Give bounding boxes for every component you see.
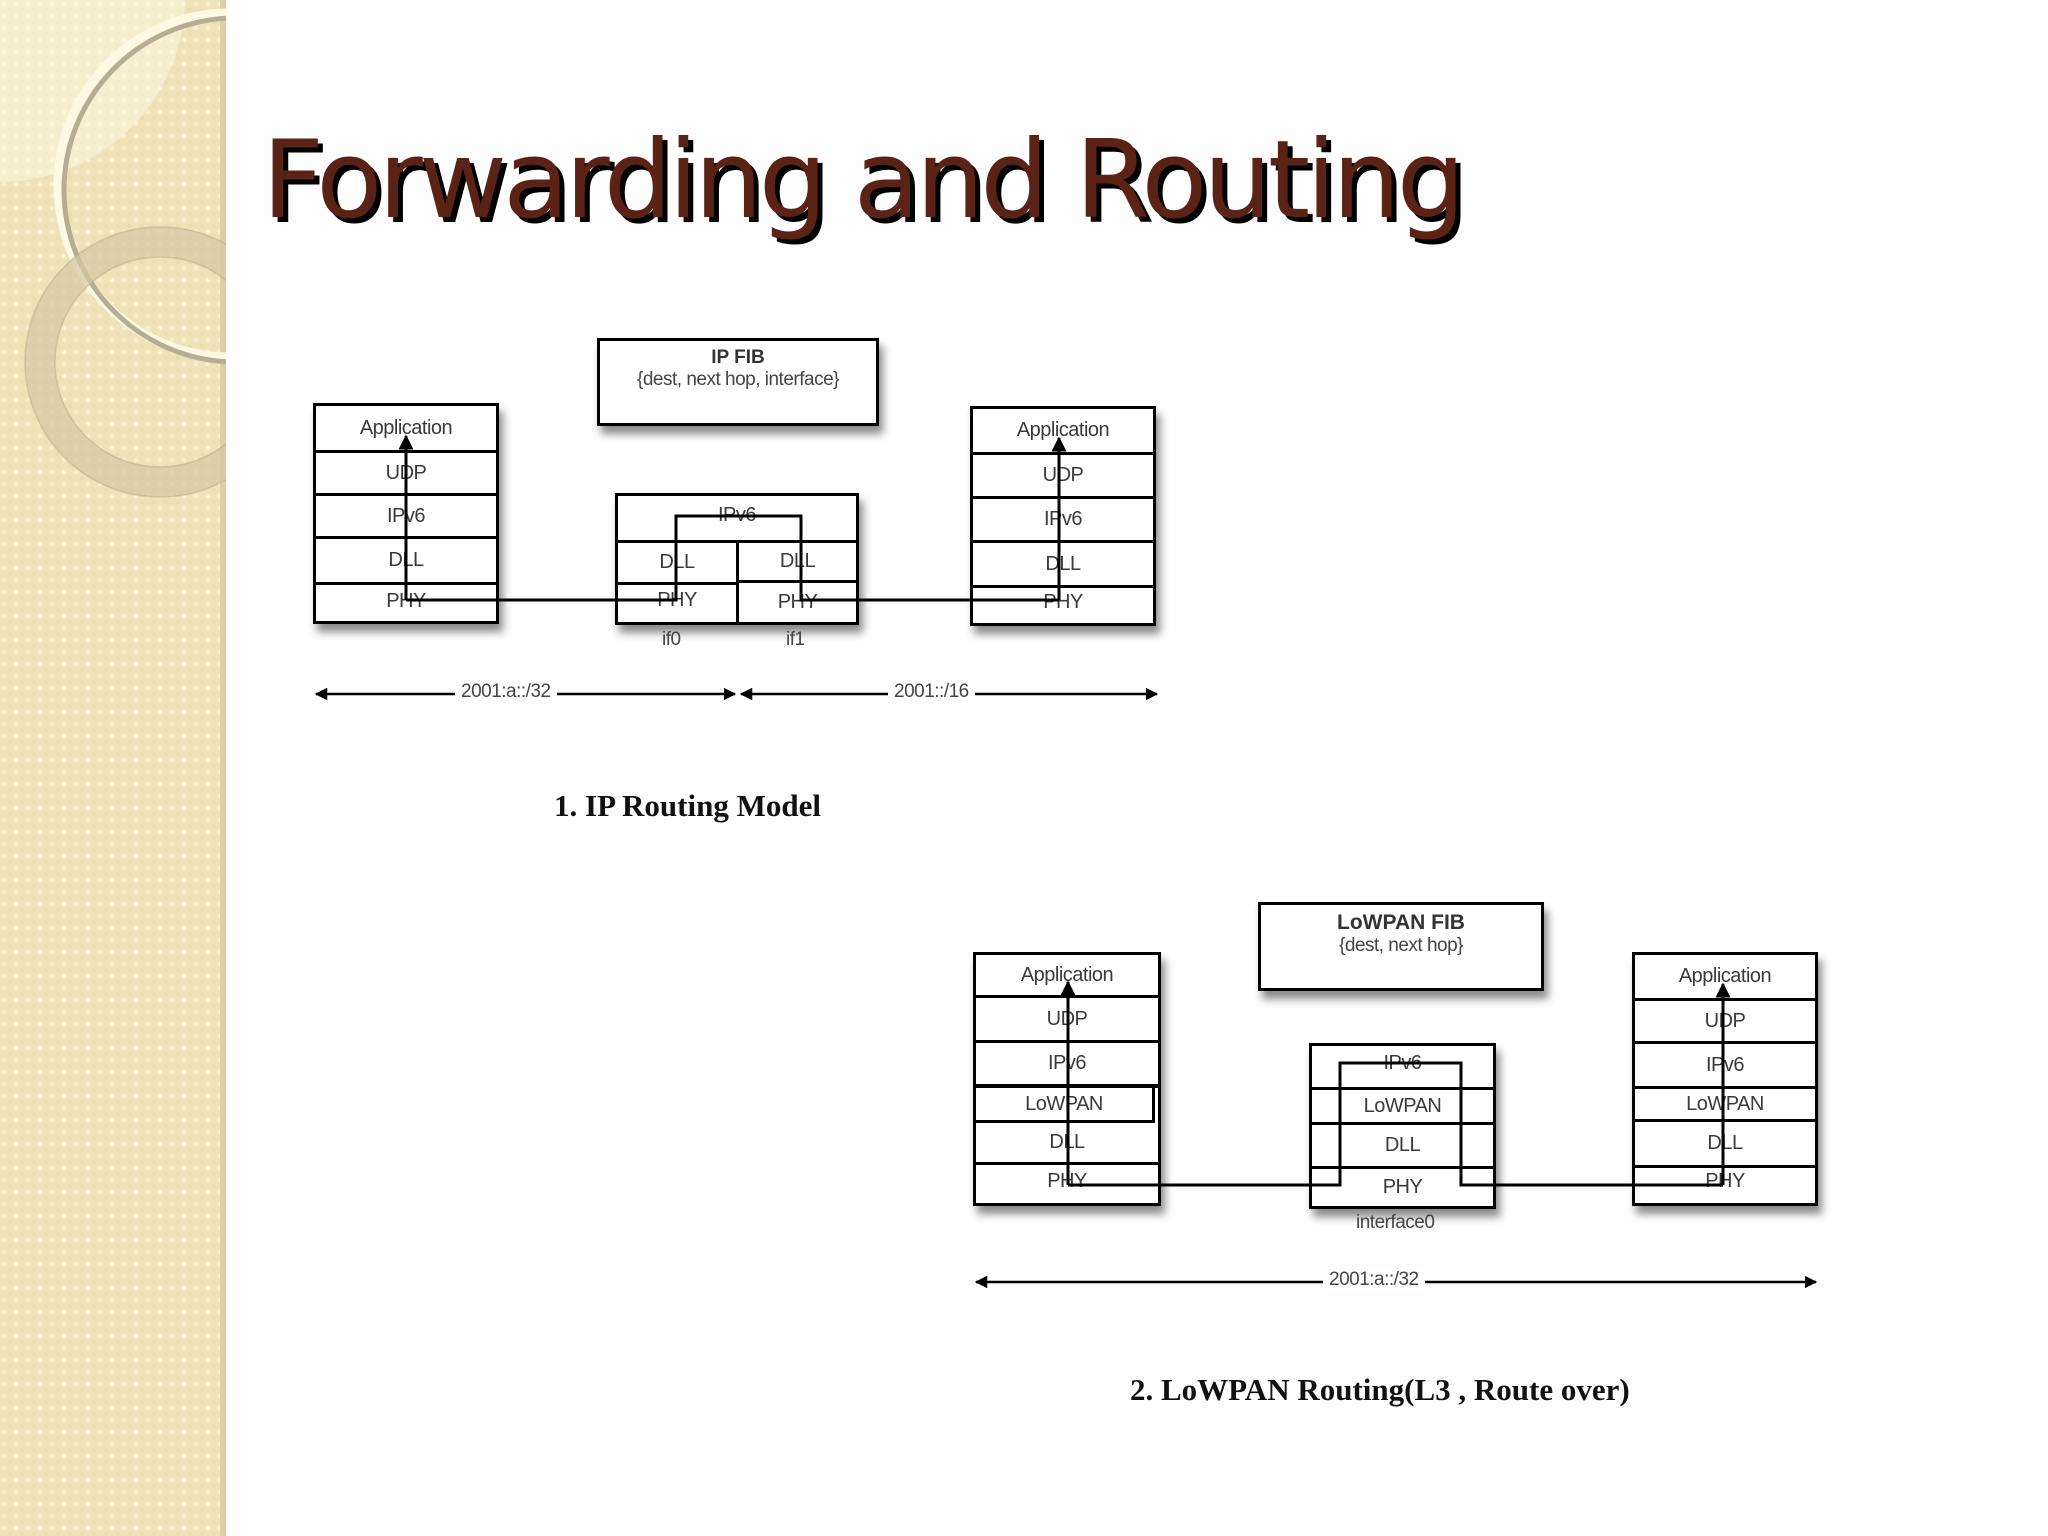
stack-layer: DLL (316, 539, 496, 585)
slide-title: Forwarding and Routing (262, 118, 1465, 243)
stack-layer: DLL (1635, 1122, 1815, 1168)
router-stack: IPv6 DLL PHY DLL PHY (615, 493, 859, 625)
stack-layer: PHY (1705, 1170, 1745, 1192)
interface-label-if0: if0 (662, 629, 681, 650)
router-layer: DLL (1312, 1125, 1493, 1169)
stack-layer: PHY (1047, 1170, 1087, 1192)
stack-layer: IPv6 (976, 1043, 1158, 1088)
fib-title: LoWPAN FIB (1337, 911, 1465, 934)
router-layer: LoWPAN (1312, 1090, 1493, 1125)
stack-layer: IPv6 (973, 499, 1153, 543)
stack-layer: Application (1635, 955, 1815, 1001)
left-host-stack: Application UDP IPv6 DLL PHY (313, 403, 499, 624)
right-host-stack: Application UDP IPv6 DLL PHY (970, 406, 1156, 626)
fib-subtitle: {dest, next hop, interface} (637, 369, 840, 390)
prefix-range-label: 2001:a::/32 (1323, 1269, 1425, 1291)
stack-layer: Application (316, 406, 496, 453)
decorative-sidebar (0, 0, 226, 1536)
stack-layer: IPv6 (1635, 1044, 1815, 1089)
stack-layer: DLL (976, 1123, 1158, 1165)
decorative-circles-icon (0, 0, 226, 498)
prefix-range-label: 2001:a::/32 (455, 681, 557, 703)
stack-layer: Application (973, 409, 1153, 455)
stack-layer: PHY (386, 590, 426, 612)
stack-layer: UDP (1635, 1001, 1815, 1044)
ip-fib-box: IP FIB {dest, next hop, interface} (597, 338, 879, 426)
right-host-stack: Application UDP IPv6 LoWPAN DLL PHY (1632, 952, 1818, 1206)
stack-layer: DLL (973, 543, 1153, 588)
stack-layer: LoWPAN (976, 1088, 1155, 1123)
router-ipv6-layer: IPv6 (618, 496, 856, 543)
diagram-caption: 1. IP Routing Model (554, 788, 821, 823)
diagram-caption: 2. LoWPAN Routing(L3 , Route over) (1130, 1372, 1630, 1407)
router-stack: IPv6 LoWPAN DLL PHY (1309, 1043, 1496, 1209)
stack-layer: UDP (316, 453, 496, 496)
router-dll-if1: DLL (739, 543, 856, 583)
stack-layer: IPv6 (316, 496, 496, 539)
fib-title: IP FIB (711, 347, 765, 368)
router-layer: PHY (1382, 1176, 1423, 1198)
stack-layer: LoWPAN (1635, 1089, 1815, 1122)
interface-label: interface0 (1356, 1212, 1435, 1233)
fib-subtitle: {dest, next hop} (1338, 935, 1464, 956)
stack-layer: UDP (973, 455, 1153, 499)
prefix-range-label: 2001::/16 (888, 681, 975, 703)
left-host-stack: Application UDP IPv6 LoWPAN DLL PHY (973, 952, 1161, 1206)
router-dll-if0: DLL (618, 543, 739, 585)
router-layer: IPv6 (1312, 1046, 1493, 1090)
router-phy-if1: PHY (777, 591, 818, 613)
router-phy-if0: PHY (618, 585, 739, 622)
lowpan-fib-box: LoWPAN FIB {dest, next hop} (1258, 902, 1544, 991)
stack-layer: Application (976, 955, 1158, 998)
stack-layer: UDP (976, 998, 1158, 1043)
stack-layer: PHY (1043, 591, 1083, 613)
interface-label-if1: if1 (786, 629, 805, 650)
